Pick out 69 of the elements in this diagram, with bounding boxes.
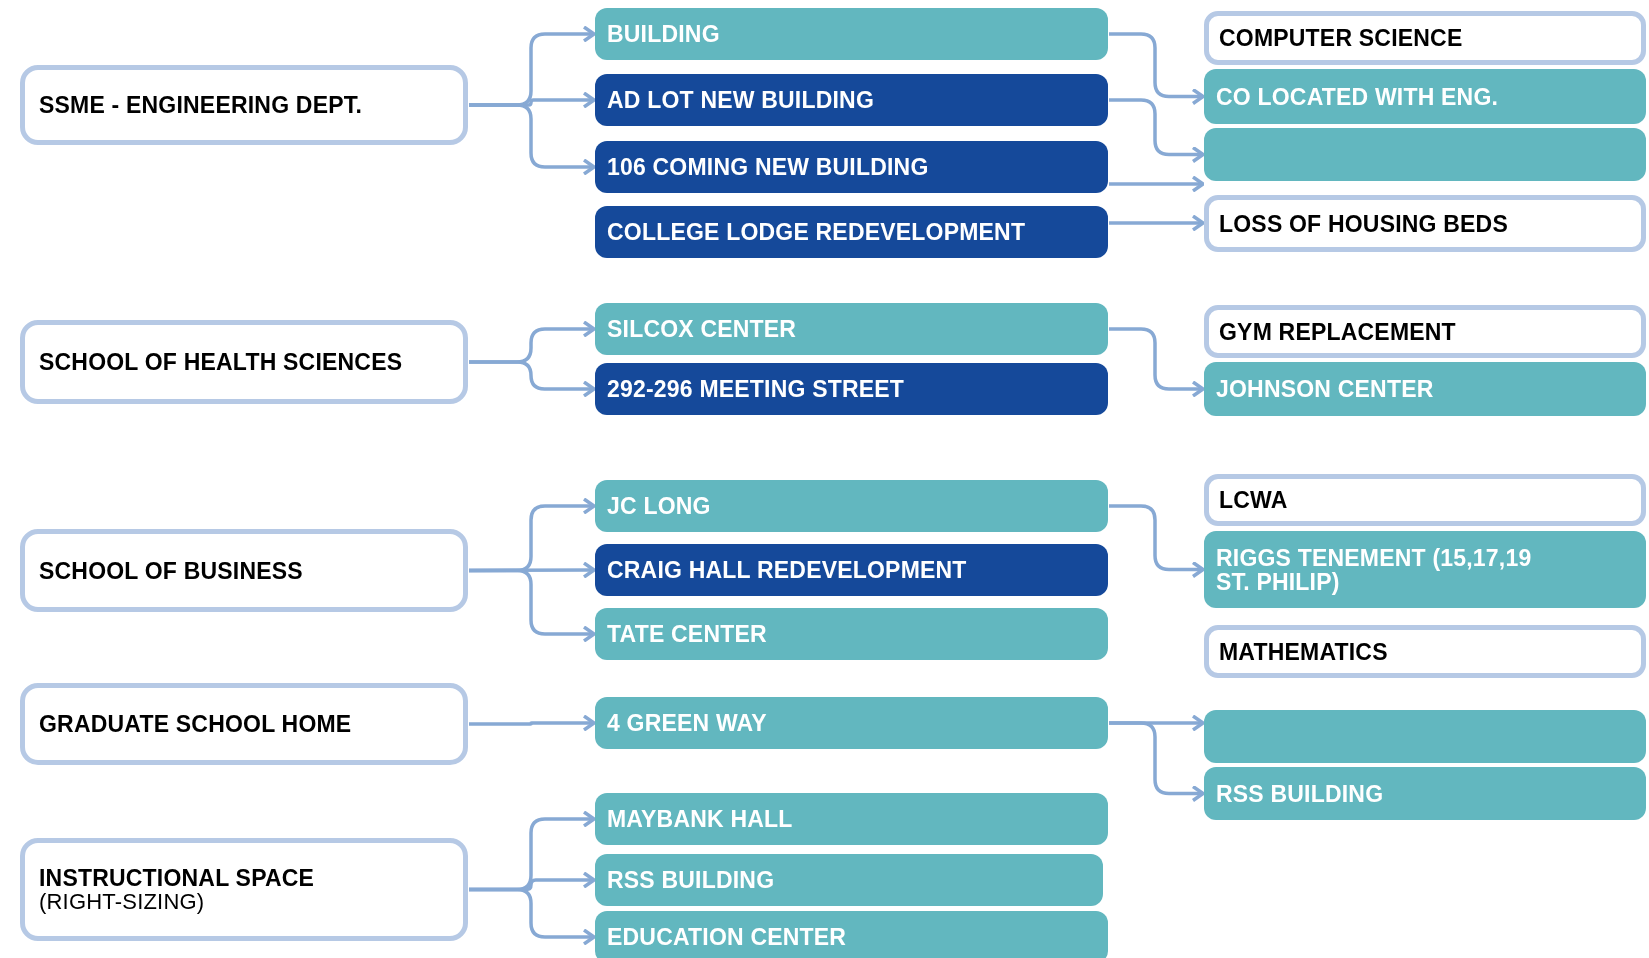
outlined-box xyxy=(1204,625,1646,678)
building-box xyxy=(595,793,1108,845)
box-label: BUILDING xyxy=(607,22,721,46)
box-label: CO LOCATED WITH ENG. xyxy=(1216,84,1500,109)
box-shape xyxy=(1204,128,1646,181)
connector-arrow xyxy=(469,714,596,732)
connector-arrow xyxy=(1109,214,1205,232)
box-label: RSS BUILDING xyxy=(1216,781,1385,806)
department-box xyxy=(20,683,468,765)
department-box xyxy=(20,838,468,941)
connector-arrow xyxy=(1109,175,1205,193)
box-label: 4 GREEN WAY xyxy=(607,711,768,735)
department-box xyxy=(20,65,468,145)
connector-arrow xyxy=(469,887,596,946)
box-label: MAYBANK HALL xyxy=(607,807,794,831)
building-box xyxy=(595,480,1108,532)
building-box xyxy=(1204,69,1646,124)
building-box xyxy=(595,74,1108,126)
building-box xyxy=(595,697,1108,749)
box-label: INSTRUCTIONAL SPACE xyxy=(39,865,316,890)
connector-arrow xyxy=(1109,721,1205,803)
box-shape xyxy=(1204,710,1646,763)
building-box xyxy=(595,911,1108,958)
box-label: JC LONG xyxy=(607,494,712,518)
box-label: RIGGS TENEMENT (15,17,19 ST. PHILIP) xyxy=(1216,545,1533,594)
box-label: JOHNSON CENTER xyxy=(1216,377,1435,401)
box-label: AD LOT NEW BUILDING xyxy=(607,88,875,112)
outlined-box xyxy=(1204,305,1646,358)
building-box xyxy=(595,854,1103,906)
building-box xyxy=(1204,767,1646,820)
connector-arrow xyxy=(1109,504,1205,579)
box-label: 106 COMING NEW BUILDING xyxy=(607,155,930,179)
box-label: COMPUTER SCIENCE xyxy=(1219,26,1464,50)
building-box xyxy=(595,206,1108,258)
outlined-box xyxy=(1204,11,1646,65)
building-box xyxy=(595,303,1108,355)
connector-arrow xyxy=(469,568,596,643)
building-box xyxy=(1204,362,1646,416)
department-box xyxy=(20,320,468,404)
building-box xyxy=(595,141,1108,193)
connector-arrow xyxy=(469,103,596,176)
box-label: SILCOX CENTER xyxy=(607,317,798,341)
box-label: SSME - ENGINEERING DEPT. xyxy=(39,93,363,117)
outlined-box xyxy=(1204,474,1646,526)
building-box xyxy=(595,363,1108,415)
box-label: TATE CENTER xyxy=(607,622,768,646)
box-sublabel: (RIGHT-SIZING) xyxy=(39,889,206,914)
box-label: 292-296 MEETING STREET xyxy=(607,377,906,401)
box-label: RSS BUILDING xyxy=(607,868,776,892)
connector-arrow xyxy=(1109,32,1205,106)
box-label: LOSS OF HOUSING BEDS xyxy=(1219,211,1509,236)
building-box xyxy=(595,608,1108,660)
box-label: EDUCATION CENTER xyxy=(607,925,848,949)
connector-arrow xyxy=(469,360,596,398)
box-label: MATHEMATICS xyxy=(1219,639,1389,664)
box-label: LCWA xyxy=(1219,488,1289,512)
box-label: SCHOOL OF BUSINESS xyxy=(39,558,304,583)
box-label: CRAIG HALL REDEVELOPMENT xyxy=(607,558,968,582)
box-label: GYM REPLACEMENT xyxy=(1219,319,1457,344)
connector-arrow xyxy=(1109,98,1205,164)
department-box xyxy=(20,529,468,612)
box-label: COLLEGE LODGE REDEVELOPMENT xyxy=(607,220,1027,244)
building-box xyxy=(595,8,1108,60)
box-label: GRADUATE SCHOOL HOME xyxy=(39,712,353,736)
building-box xyxy=(1204,531,1646,608)
connector-arrow xyxy=(1109,327,1205,398)
outlined-box xyxy=(1204,195,1646,252)
building-box xyxy=(595,544,1108,596)
box-label: SCHOOL OF HEALTH SCIENCES xyxy=(39,350,404,374)
